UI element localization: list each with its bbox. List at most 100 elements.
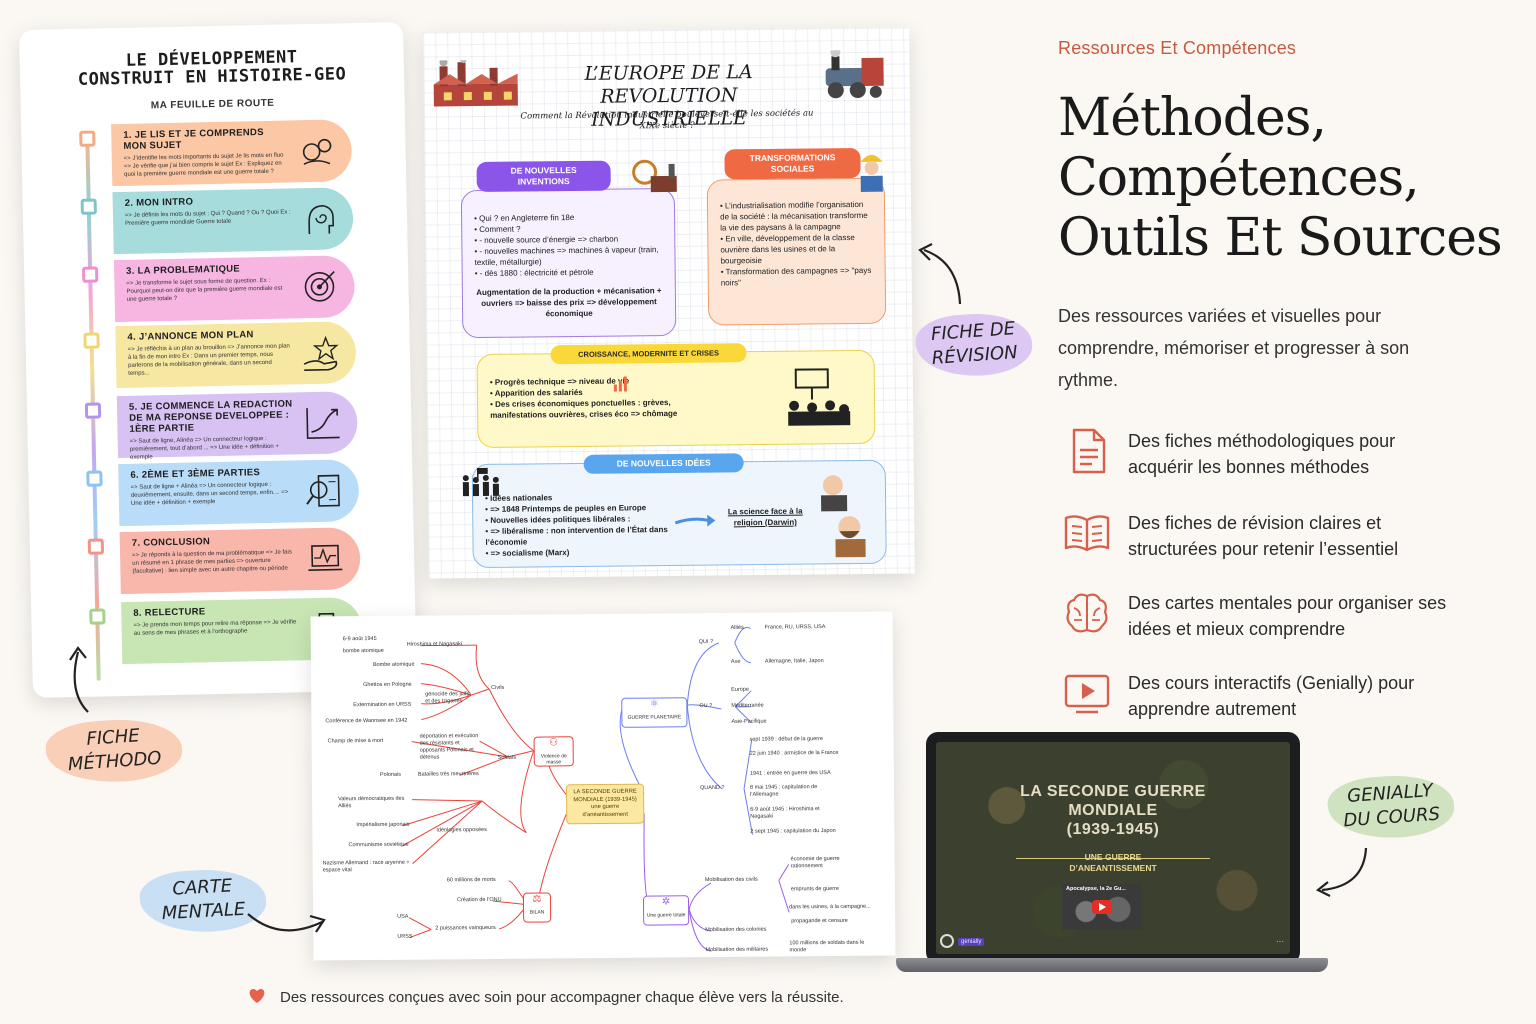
mm-label: Asie-Pacifique — [731, 718, 767, 725]
mm-label: Méditerranée — [731, 702, 764, 709]
machine-icon — [632, 159, 677, 193]
methodo-step: 6. 2ÈME ET 3ÈME PARTIES=> Saut de ligne … — [118, 459, 360, 527]
heart-icon — [249, 989, 265, 1003]
list-item: => libéralisme : non intervention de l’É… — [485, 524, 681, 548]
hub-violence: ⚇ Violence de masse — [533, 736, 574, 767]
youtube-play-icon[interactable] — [1092, 900, 1112, 914]
growth-list: Progrès technique => niveau de vieAppari… — [490, 374, 720, 420]
video-caption: Apocalypse, la 2e Gu... — [1066, 886, 1126, 892]
mm-label: Axe — [730, 658, 741, 665]
list-item: L’industrialisation modifie l’organisati… — [720, 199, 872, 234]
genially-logo-icon — [940, 934, 954, 948]
mm-label: Allemagne, Italie, Japon — [764, 658, 824, 665]
label-fiche-methodo: FICHE MÉTHODO — [44, 715, 184, 787]
protest-icon — [788, 368, 851, 426]
step-title: 7. CONCLUSION — [131, 536, 211, 549]
methodo-step: 5. JE COMMENCE LA REDACTION DE MA REPONS… — [116, 391, 358, 461]
inventions-list: Qui ? en Angleterre fin 18eComment ?- no… — [474, 211, 663, 279]
feature-text: Des fiches méthodologiques pour acquérir… — [1128, 431, 1396, 477]
genially-brand: genially — [958, 938, 985, 946]
genially-display[interactable]: LA SECONDE GUERRE MONDIALE (1939-1945) U… — [936, 742, 1290, 954]
list-item: En ville, développement de la classe ouv… — [720, 232, 872, 267]
mm-label: Ghettos en Pologne — [363, 681, 412, 689]
hand-star-icon — [303, 335, 339, 371]
timeline-node — [86, 470, 103, 487]
mm-label: Conférence de Wannsee en 1942 — [325, 717, 408, 725]
ideas-box: Idées nationales=> 1848 Printemps de peu… — [471, 459, 887, 569]
methodo-steps: 1. JE LIS ET JE COMPRENDS MON SUJET=> J’… — [19, 22, 403, 665]
mm-label: QUI ? — [698, 639, 714, 646]
hub-totale: ✲ Une guerre totale — [642, 895, 690, 926]
step-title: 8. RELECTURE — [133, 606, 206, 619]
step-body: => Je réfléchis à un plan au brouillon =… — [127, 343, 290, 377]
mm-label: sept 1939 : début de la guerre — [749, 736, 824, 743]
mm-label: économie de guerre rationnement — [790, 855, 840, 870]
methodo-step: 3. LA PROBLEMATIQUE=> Je transforme le s… — [113, 255, 356, 323]
title-divider — [1016, 858, 1210, 859]
mm-label: Impérialisme japonais — [356, 821, 410, 829]
methodo-subtitle: MA FEUILLE DE ROUTE — [150, 97, 275, 112]
feature-text: Des cours interactifs (Genially) pour ap… — [1128, 673, 1415, 719]
timeline-node — [89, 608, 106, 625]
people-march-icon — [462, 467, 500, 497]
mm-label: Communisme soviétique — [348, 841, 409, 849]
mm-label: 6-9 août 1945 — [342, 635, 377, 643]
mm-label: génocide des juifs et des tziganes — [425, 691, 470, 705]
laptop-base — [896, 958, 1328, 972]
step-body: => Je transforme le sujet sous forme de … — [126, 277, 283, 303]
ideas-science: La science face à la religion (Darwin) — [727, 506, 803, 528]
label-fiche-revision: FICHE DE RÉVISION — [913, 310, 1035, 380]
mm-label: Hiroshima et Nagasaki — [406, 641, 463, 648]
growth-header: CROISSANCE, MODERNITE ET CRISES — [550, 343, 747, 365]
mindmap-connectors — [402, 626, 790, 952]
laptop: LA SECONDE GUERRE MONDIALE (1939-1945) U… — [896, 732, 1328, 978]
timeline-node — [83, 332, 100, 349]
headline: Méthodes, Compétences, Outils Et Sources — [1058, 88, 1503, 268]
mm-label: Extermination en URSS — [353, 701, 412, 709]
arrow-up-left-icon — [69, 646, 89, 713]
hub-planetaire: ⚛ GUERRE PLANETAIRE — [621, 697, 688, 728]
mm-label: 2 sept 1945 : capitulation du Japon — [750, 827, 836, 835]
mm-label: Mobilisation des civils — [704, 876, 758, 884]
arrow-right-icon — [247, 913, 326, 933]
step-body: => Je réponds à la question de ma problé… — [132, 549, 292, 575]
arrow-down-left-icon — [1315, 847, 1368, 897]
timeline-node — [82, 266, 99, 283]
feature-revision: Des fiches de révision claires et struct… — [1062, 508, 1462, 568]
mm-label: déportation et exécution des résistants … — [419, 733, 479, 761]
video-thumbnail[interactable]: Apocalypse, la 2e Gu... — [1062, 884, 1142, 930]
ideas-header: DE NOUVELLES IDÉES — [583, 453, 744, 474]
mindmap-sheet: LA SECONDE GUERRE MONDIALE (1939-1945) u… — [310, 611, 896, 961]
worker-icon — [860, 154, 883, 192]
mm-label: Bombe atomique — [372, 661, 415, 669]
mm-label: USA — [397, 913, 409, 920]
mm-label: Alliés — [730, 624, 744, 631]
spiral-head-icon — [308, 204, 335, 235]
more-icon[interactable]: ··· — [1276, 937, 1284, 946]
footer-text: Des ressources conçues avec soin pour ac… — [280, 989, 844, 1006]
mm-label: Nazisme Allemand : race aryenne + espace… — [322, 859, 410, 874]
list-item: - dès 1880 : électricité et pétrole — [475, 266, 663, 279]
timeline-node — [87, 538, 105, 555]
balance-icon: ⚖ — [532, 893, 542, 905]
document-icon — [1072, 428, 1106, 474]
open-book-icon — [1064, 515, 1110, 552]
laptop-screen: LA SECONDE GUERRE MONDIALE (1939-1945) U… — [926, 732, 1300, 964]
social-header: TRANSFORMATIONS SOCIALES — [724, 147, 861, 180]
step-title: 2. MON INTRO — [124, 196, 194, 209]
atom-icon: ⚛ — [649, 698, 659, 710]
step-title: 6. 2ÈME ET 3ÈME PARTIES — [130, 467, 261, 481]
mm-label: QUAND ? — [699, 784, 725, 792]
inventions-box: Qui ? en Angleterre fin 18eComment ?- no… — [460, 187, 677, 339]
mm-label: Idéologies opposées — [436, 827, 487, 834]
mm-label: 22 juin 1940 : armistice de la France — [749, 749, 839, 757]
mm-label: emprunts de guerre — [790, 885, 839, 893]
footer: Des ressources conçues avec soin pour ac… — [248, 988, 844, 1006]
list-item: => socialisme (Marx) — [486, 546, 682, 559]
social-box: L’industrialisation modifie l’organisati… — [706, 177, 887, 326]
mm-label: Mobilisation des militaires — [705, 946, 769, 954]
hub-bilan: ⚖ BILAN — [522, 892, 552, 923]
mm-label: Mobilisation des colonies — [705, 926, 767, 934]
mm-label: Batailles très meurtrières — [417, 771, 479, 778]
mm-label: 100 millions de soldats dans le monde — [789, 939, 865, 954]
